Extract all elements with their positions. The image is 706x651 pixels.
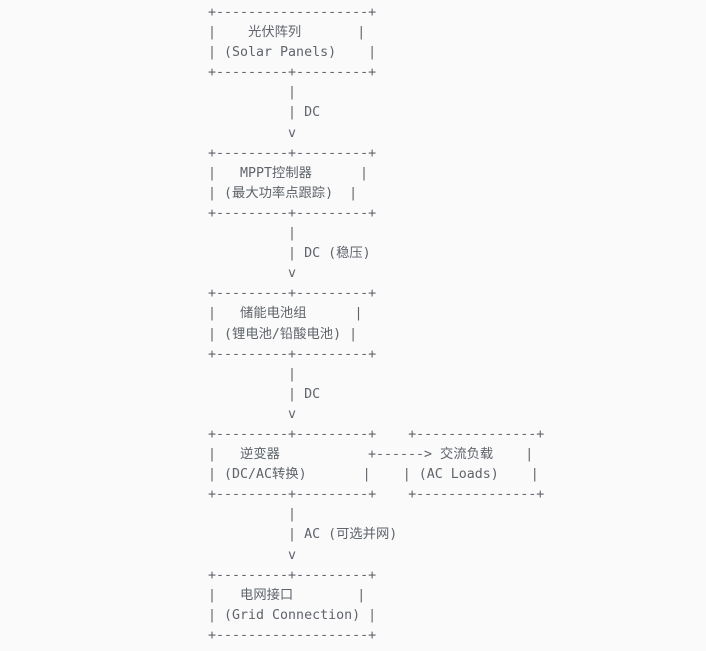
text-document-page: +-------------------+ | 光伏阵列 | | (Solar … [208,5,545,643]
solar-pv-ascii-flow-diagram: +-------------------+ | 光伏阵列 | | (Solar … [208,5,545,643]
